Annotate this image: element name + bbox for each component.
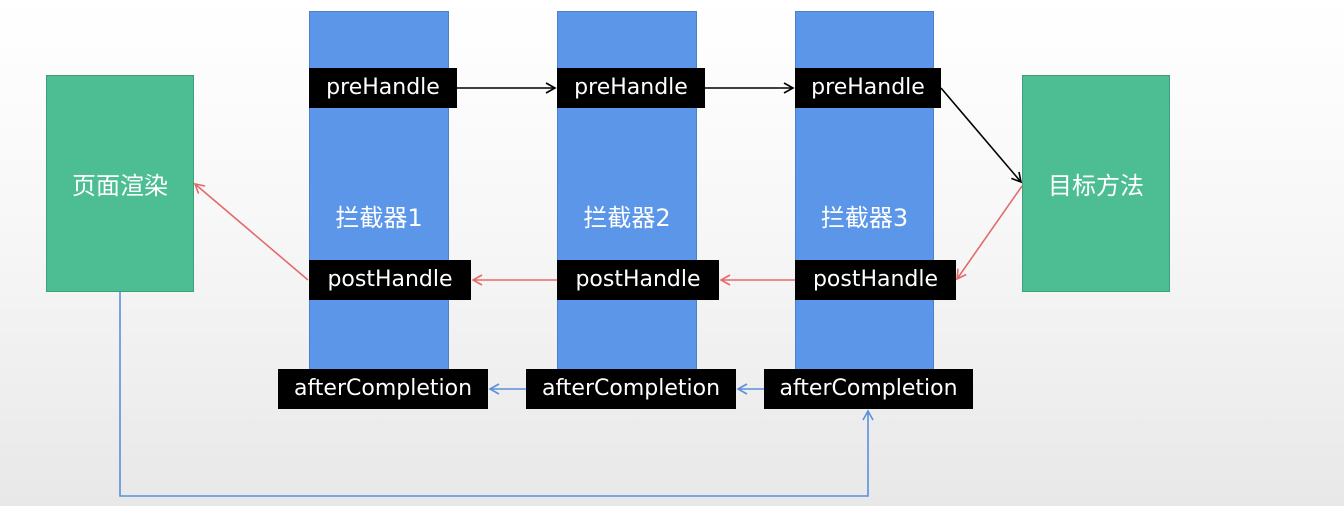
- aftercompletion-tag-1: afterCompletion: [278, 369, 488, 409]
- prehandle-tag-3: preHandle: [795, 68, 941, 108]
- interceptor-2-column: 拦截器2: [557, 11, 697, 370]
- interceptor-1-label: 拦截器1: [335, 204, 423, 232]
- arrow-post-1-to-render: [193, 182, 309, 281]
- arrow-pre-3-to-target: [940, 87, 1023, 184]
- interceptor-3-column: 拦截器3: [795, 11, 934, 370]
- interceptor-3-label: 拦截器3: [820, 204, 909, 232]
- arrow-target-to-post-3: [956, 185, 1023, 281]
- posthandle-tag-2: postHandle: [557, 260, 719, 300]
- target-method-box: 目标方法: [1022, 75, 1170, 292]
- prehandle-tag-2: preHandle: [557, 68, 705, 108]
- aftercompletion-tag-2: afterCompletion: [526, 369, 736, 409]
- aftercompletion-tag-3: afterCompletion: [764, 369, 973, 409]
- posthandle-tag-1: postHandle: [309, 260, 471, 300]
- target-method-label: 目标方法: [1048, 172, 1144, 200]
- page-render-box: 页面渲染: [46, 75, 194, 292]
- arrow-render-to-after-3: [119, 292, 874, 497]
- page-render-label: 页面渲染: [72, 172, 168, 200]
- prehandle-tag-1: preHandle: [309, 68, 457, 108]
- posthandle-tag-3: postHandle: [795, 260, 956, 300]
- interceptor-2-label: 拦截器2: [583, 204, 671, 232]
